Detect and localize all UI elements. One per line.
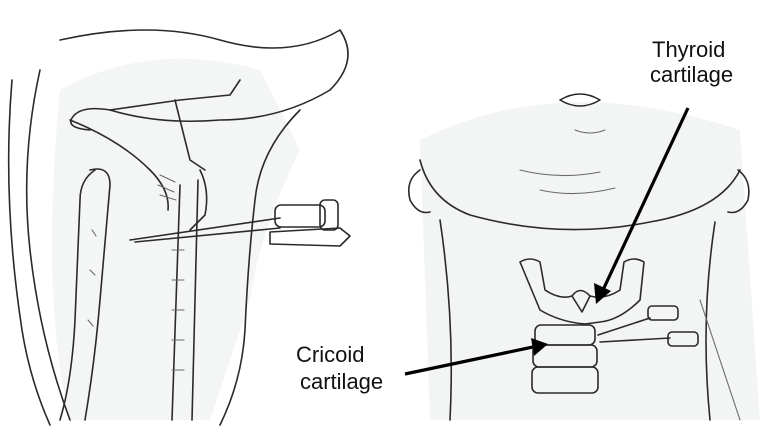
cricoid-label-line-2: cartilage <box>300 370 383 394</box>
thyroid-label-line-1: Thyroid <box>652 38 725 62</box>
thyroid-label-line-2: cartilage <box>650 63 733 87</box>
cricoid-label-line-1: Cricoid <box>296 343 364 367</box>
